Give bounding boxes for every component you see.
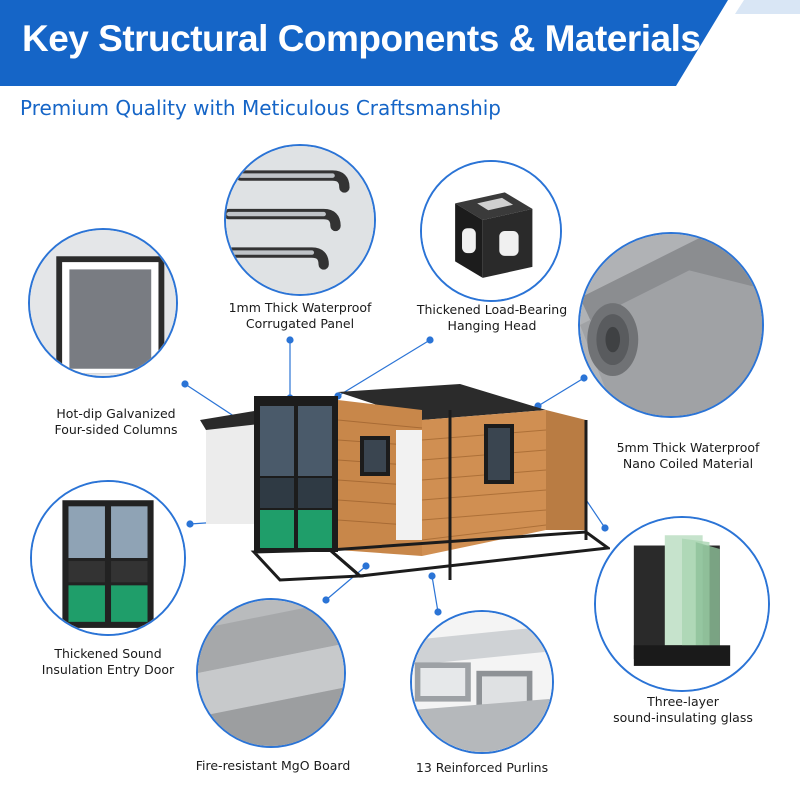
coiled-material-image	[578, 232, 764, 418]
banner-shape	[0, 0, 800, 86]
label-entry-door: Thickened Sound Insulation Entry Door	[41, 646, 175, 677]
page-title: Key Structural Components & Materials	[22, 18, 701, 59]
glass-image	[594, 516, 770, 692]
label-coiled-material: 5mm Thick Waterproof Nano Coiled Materia…	[616, 440, 760, 471]
label-columns: Hot-dip Galvanized Four-sided Columns	[54, 406, 178, 437]
label-hanging-head: Thickened Load-Bearing Hanging Head	[416, 302, 568, 333]
corrugated-panel-image	[224, 144, 376, 296]
purlins-image	[410, 610, 554, 754]
label-glass: Three-layer sound-insulating glass	[613, 694, 753, 725]
label-corrugated-panel: 1mm Thick Waterproof Corrugated Panel	[228, 300, 372, 331]
entry-door-image	[30, 480, 186, 636]
label-mgo-board: Fire-resistant MgO Board	[195, 758, 351, 773]
page-subtitle: Premium Quality with Meticulous Craftsma…	[20, 96, 501, 120]
label-purlins: 13 Reinforced Purlins	[415, 760, 549, 775]
hanging-head-image	[420, 160, 562, 302]
mgo-board-image	[196, 598, 346, 748]
columns-image	[28, 228, 178, 378]
header-banner: Key Structural Components & Materials	[0, 0, 800, 86]
container-house-image	[200, 384, 610, 582]
